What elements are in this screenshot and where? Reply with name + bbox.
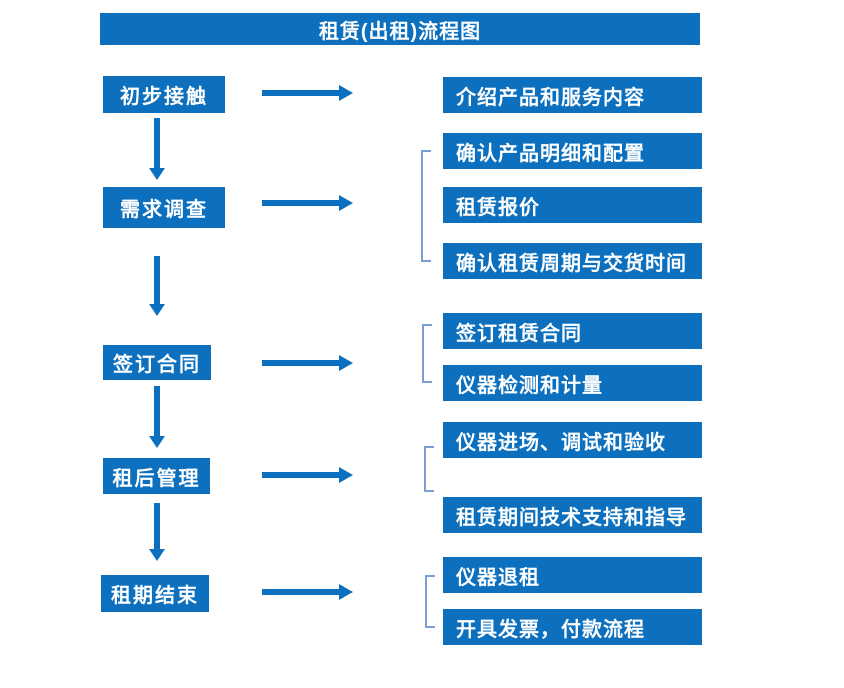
right-arrow-icon-2 [262,195,353,211]
detail-box-invoice-payment: 开具发票，付款流程 [443,609,702,645]
detail-box-technical-support: 租赁期间技术支持和指导 [443,497,702,533]
right-arrow-icon-4 [262,467,353,483]
detail-box-instrument-return: 仪器退租 [443,557,702,593]
group-bracket-icon-post-rental [424,446,434,492]
detail-box-instrument-testing: 仪器检测和计量 [443,365,702,401]
flowchart-title: 租赁(出租)流程图 [100,13,700,45]
detail-box-rental-quotation: 租赁报价 [443,187,702,223]
right-arrow-icon-1 [262,85,353,101]
step-box-initial-contact: 初步接触 [103,76,225,113]
right-arrow-icon-3 [262,355,353,371]
group-bracket-icon-rental-end [425,575,435,628]
step-box-demand-survey: 需求调查 [103,187,225,228]
detail-box-sign-rental-contract: 签订租赁合同 [443,313,702,349]
down-arrow-icon-1 [149,118,166,180]
detail-box-confirm-rental-period: 确认租赁周期与交货时间 [443,243,702,279]
right-arrow-icon-5 [262,584,353,600]
detail-box-instrument-setup-acceptance: 仪器进场、调试和验收 [443,422,702,458]
step-box-sign-contract: 签订合同 [103,345,211,380]
detail-box-confirm-product-details: 确认产品明细和配置 [443,133,702,169]
step-box-rental-end: 租期结束 [101,575,209,612]
detail-box-introduce-products: 介绍产品和服务内容 [443,77,702,113]
down-arrow-icon-4 [149,503,166,561]
step-box-post-rental-management: 租后管理 [103,458,210,494]
group-bracket-icon-demand-survey [421,150,431,262]
down-arrow-icon-2 [149,256,166,316]
down-arrow-icon-3 [149,386,166,448]
group-bracket-icon-sign-contract [422,324,432,383]
